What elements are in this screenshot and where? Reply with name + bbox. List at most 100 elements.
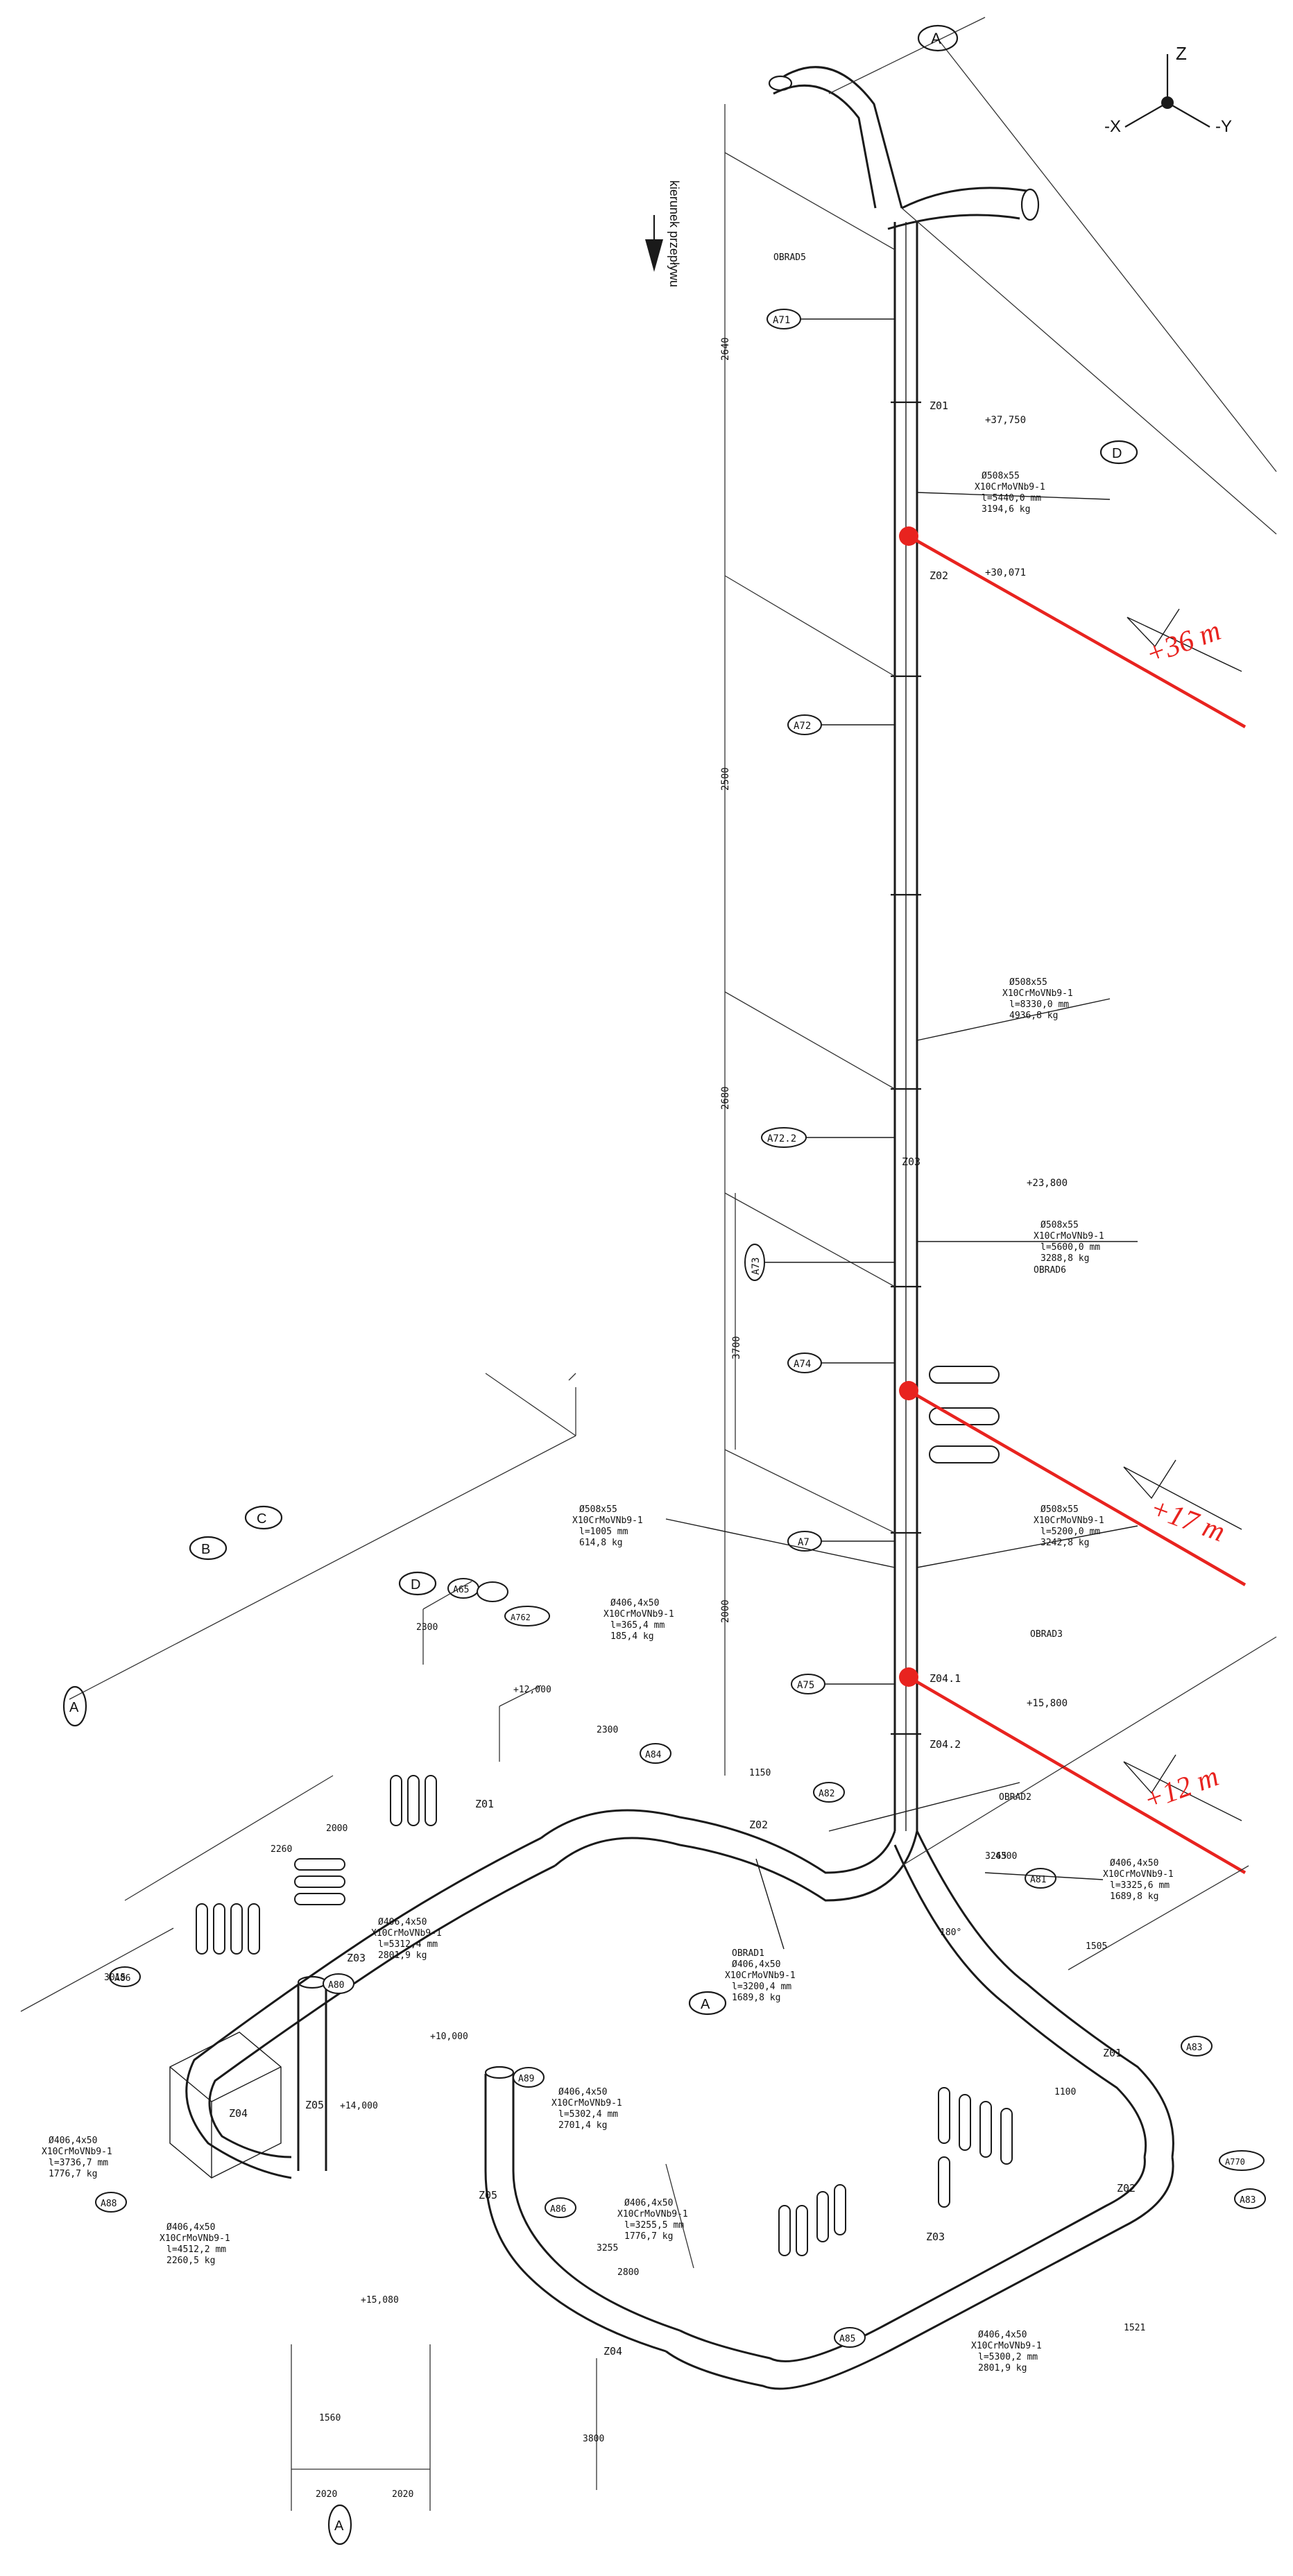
svg-text:l=3255,5 mm: l=3255,5 mm: [624, 2220, 684, 2231]
elevation-36: +36 m: [899, 526, 1247, 728]
riser-spec-notes: Ø508x55 X10CrMoVNb9-1 l=5440,0 mm 3194,6…: [572, 252, 1138, 1640]
grid-marker-a-top: [917, 24, 959, 52]
svg-text:Ø508x55: Ø508x55: [579, 1504, 617, 1515]
svg-text:+12,000: +12,000: [513, 1685, 551, 1695]
elevation-label: +12 m: [1140, 1760, 1223, 1817]
svg-text:l=4512,2 mm: l=4512,2 mm: [166, 2244, 226, 2255]
svg-text:Ø406,4x50: Ø406,4x50: [624, 2198, 673, 2208]
loop-spec-notes: Ø406,4x50 X10CrMoVNb9-1 l=365,4 mm 185,4…: [42, 1598, 1174, 2373]
svg-text:Z05: Z05: [479, 2189, 497, 2201]
svg-text:A: A: [701, 1997, 710, 2012]
grid-marker-c: [244, 1505, 283, 1530]
svg-text:3015: 3015: [104, 1973, 126, 1983]
svg-text:A86: A86: [114, 1973, 130, 1984]
svg-text:OBRAD6: OBRAD6: [1034, 1265, 1066, 1276]
svg-text:A74: A74: [794, 1359, 811, 1370]
svg-text:X10CrMoVNb9-1: X10CrMoVNb9-1: [603, 1609, 674, 1620]
svg-text:180°: 180°: [940, 1927, 961, 1938]
vertical-riser: 2640 2500 2680 3700 2000: [720, 104, 921, 1831]
loop-section-labels: Z01 Z02 Z03 Z04 Z05 Z03 Z02 Z01 Z04 Z05: [229, 1798, 1136, 2358]
svg-text:A65: A65: [453, 1585, 469, 1595]
svg-text:Z05: Z05: [305, 2099, 324, 2111]
riser-section-labels: Z01 Z02 Z03 Z04.1 Z04.2: [902, 400, 961, 1751]
spec-note: Ø508x55 X10CrMoVNb9-1 l=5600,0 mm 3288,8…: [1034, 1220, 1104, 1264]
svg-text:l=365,4 mm: l=365,4 mm: [610, 1620, 665, 1631]
svg-text:3700: 3700: [731, 1336, 742, 1359]
hanger-icon: [929, 1366, 1000, 1384]
svg-text:X10CrMoVNb9-1: X10CrMoVNb9-1: [1034, 1515, 1104, 1526]
svg-text:l=5600,0 mm: l=5600,0 mm: [1041, 1242, 1100, 1253]
svg-text:X10CrMoVNb9-1: X10CrMoVNb9-1: [572, 1515, 643, 1526]
svg-text:A: A: [69, 1700, 79, 1715]
svg-text:1776,7 kg: 1776,7 kg: [49, 2169, 97, 2179]
svg-text:A80: A80: [328, 1980, 344, 1991]
svg-text:C: C: [257, 1511, 266, 1527]
svg-text:X10CrMoVNb9-1: X10CrMoVNb9-1: [725, 1970, 796, 1981]
svg-text:2000: 2000: [720, 1599, 731, 1623]
svg-text:A: A: [334, 2518, 344, 2534]
riser-elevation-marks: +37,750 +30,071 +23,800 +15,800: [985, 415, 1068, 1709]
riser-hangers: [929, 1366, 1000, 1463]
svg-text:Z04.2: Z04.2: [930, 1738, 961, 1751]
svg-text:X10CrMoVNb9-1: X10CrMoVNb9-1: [160, 2233, 230, 2244]
svg-text:2701,4 kg: 2701,4 kg: [558, 2120, 607, 2131]
svg-text:2680: 2680: [720, 1086, 731, 1110]
svg-text:l=5302,4 mm: l=5302,4 mm: [558, 2109, 618, 2120]
bottom-pipe-loop: [169, 1809, 1174, 2390]
svg-text:3800: 3800: [583, 2434, 604, 2444]
svg-text:Z04: Z04: [229, 2107, 248, 2120]
svg-text:A83: A83: [1186, 2043, 1202, 2053]
svg-text:1505: 1505: [1086, 1941, 1107, 1952]
svg-text:l=5200,0 mm: l=5200,0 mm: [1041, 1527, 1100, 1537]
svg-text:2801,9 kg: 2801,9 kg: [978, 2363, 1027, 2373]
svg-text:2801,9 kg: 2801,9 kg: [378, 1950, 427, 1961]
svg-text:2800: 2800: [617, 2267, 639, 2278]
loop-hangers: [196, 1775, 1013, 2256]
svg-text:Z02: Z02: [930, 569, 948, 582]
svg-text:Ø406,4x50: Ø406,4x50: [166, 2222, 215, 2233]
svg-text:2500: 2500: [720, 767, 731, 791]
svg-text:X10CrMoVNb9-1: X10CrMoVNb9-1: [1002, 988, 1073, 999]
svg-text:2020: 2020: [316, 2489, 337, 2500]
axis-z-label: Z: [1176, 43, 1187, 64]
svg-text:l=3736,7 mm: l=3736,7 mm: [49, 2158, 108, 2168]
svg-text:2020: 2020: [392, 2489, 413, 2500]
grid-marker-a-center: [688, 1991, 727, 2016]
svg-text:B: B: [201, 1542, 210, 1557]
svg-text:A71: A71: [773, 315, 790, 326]
svg-text:+10,000: +10,000: [430, 2032, 468, 2042]
top-header-bend: A D: [768, 17, 1277, 535]
svg-text:Z04: Z04: [603, 2345, 622, 2358]
hanger-icon: [929, 1445, 1000, 1463]
svg-text:Ø406,4x50: Ø406,4x50: [978, 2330, 1027, 2340]
svg-text:l=5300,2 mm: l=5300,2 mm: [978, 2352, 1038, 2362]
spec-note: Ø508x55 X10CrMoVNb9-1 l=5200,0 mm 3242,8…: [1034, 1504, 1104, 1548]
svg-text:l=3325,6 mm: l=3325,6 mm: [1110, 1880, 1170, 1891]
svg-text:A89: A89: [518, 2074, 534, 2084]
svg-text:A85: A85: [839, 2334, 855, 2344]
structure-grid: B C D A A A: [62, 1373, 727, 2545]
elevation-label: +36 m: [1142, 615, 1225, 671]
loop-supports: A84 A82 A81 A83 A83 A85 A86 A88 A89 A80 …: [95, 1578, 1266, 2348]
svg-text:185,4 kg: 185,4 kg: [610, 1631, 654, 1642]
svg-text:2640: 2640: [720, 337, 731, 361]
riser-supports: A71 A72 A72.2 A73 A74 A7 A75: [744, 309, 895, 1694]
svg-text:2000: 2000: [326, 1823, 348, 1834]
svg-text:Ø406,4x50: Ø406,4x50: [1110, 1858, 1158, 1869]
svg-text:OBRAD5: OBRAD5: [773, 252, 806, 263]
svg-text:A84: A84: [645, 1750, 662, 1760]
svg-text:Z03: Z03: [347, 1952, 366, 1964]
svg-text:OBRAD3: OBRAD3: [1030, 1629, 1063, 1640]
svg-text:4936,8 kg: 4936,8 kg: [1009, 1011, 1058, 1021]
svg-text:Ø508x55: Ø508x55: [1009, 977, 1047, 988]
svg-text:2300: 2300: [416, 1622, 438, 1633]
svg-text:3255: 3255: [597, 2243, 618, 2253]
svg-text:Ø406,4x50: Ø406,4x50: [558, 2087, 607, 2097]
svg-text:+30,071: +30,071: [985, 567, 1026, 578]
svg-text:OBRAD2: OBRAD2: [999, 1792, 1031, 1803]
svg-text:D: D: [411, 1577, 420, 1592]
svg-text:Z01: Z01: [475, 1798, 494, 1810]
svg-text:Ø508x55: Ø508x55: [1041, 1504, 1079, 1515]
svg-text:Z01: Z01: [1103, 2047, 1122, 2059]
svg-text:3265: 3265: [985, 1851, 1007, 1862]
